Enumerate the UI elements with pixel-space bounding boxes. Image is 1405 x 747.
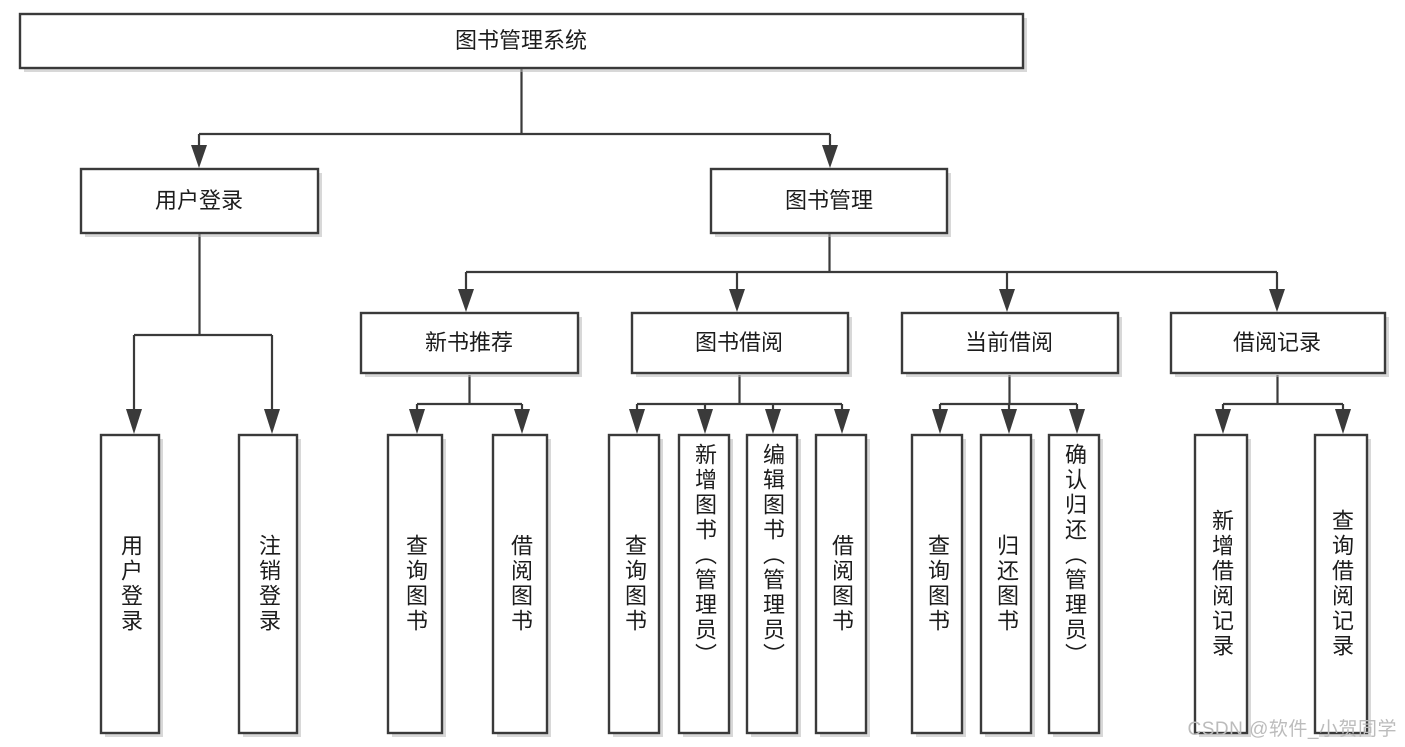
node-new-book-recommend-label: 新书推荐 — [425, 330, 513, 355]
arrow-currentborrow-leaf-2 — [1001, 409, 1017, 434]
leaf-current-borrow-3[interactable] — [1047, 433, 1103, 737]
node-root[interactable]: 图书管理系统 — [18, 12, 1027, 72]
node-borrow-record-label: 借阅记录 — [1233, 330, 1321, 355]
node-book-manage[interactable]: 图书管理 — [709, 167, 951, 237]
leaf-borrow-record-2[interactable] — [1313, 433, 1371, 737]
connectors-layer — [126, 68, 1351, 434]
arrow-bookborrow-leaf-2 — [697, 409, 713, 434]
leaf-user-login-1[interactable] — [99, 433, 163, 737]
arrow-newbook-leaf-2 — [514, 409, 530, 434]
arrow-userlogin-leaf-2 — [264, 409, 280, 434]
node-root-label: 图书管理系统 — [455, 28, 587, 53]
nodes-layer: 图书管理系统 用户登录 图书管理 新书推荐 — [18, 12, 1389, 737]
leaf-new-book-2[interactable] — [491, 433, 551, 737]
arrow-currentborrow-leaf-1 — [932, 409, 948, 434]
arrow-bookmanage-to-new-book — [458, 289, 474, 312]
arrow-newbook-leaf-1 — [409, 409, 425, 434]
leaf-current-borrow-1[interactable] — [910, 433, 966, 737]
node-current-borrow[interactable]: 当前借阅 — [900, 311, 1122, 377]
node-user-login-label: 用户登录 — [155, 188, 243, 213]
leaf-book-borrow-2[interactable] — [677, 433, 733, 737]
leaf-book-borrow-3[interactable] — [745, 433, 801, 737]
node-new-book-recommend[interactable]: 新书推荐 — [359, 311, 582, 377]
node-book-borrow-label: 图书借阅 — [695, 330, 783, 355]
arrow-root-to-book-manage — [822, 145, 838, 168]
watermark: CSDN @软件_小贺同学 — [1187, 719, 1397, 740]
leaf-book-borrow-1[interactable] — [607, 433, 663, 737]
arrow-root-to-user-login — [191, 145, 207, 168]
leaf-new-book-1[interactable] — [386, 433, 446, 737]
leaf-book-borrow-4[interactable] — [814, 433, 870, 737]
leaf-borrow-record-1[interactable] — [1193, 433, 1251, 737]
arrow-bookmanage-to-borrow-record — [1269, 289, 1285, 312]
node-book-manage-label: 图书管理 — [785, 188, 873, 213]
node-borrow-record[interactable]: 借阅记录 — [1169, 311, 1389, 377]
arrow-userlogin-leaf-1 — [126, 409, 142, 434]
arrow-currentborrow-leaf-3 — [1069, 409, 1085, 434]
arrow-bookborrow-leaf-4 — [834, 409, 850, 434]
leaf-current-borrow-2[interactable] — [979, 433, 1035, 737]
arrow-bookmanage-to-current-borrow — [999, 289, 1015, 312]
node-book-borrow[interactable]: 图书借阅 — [630, 311, 852, 377]
node-current-borrow-label: 当前借阅 — [965, 330, 1053, 355]
node-user-login[interactable]: 用户登录 — [79, 167, 322, 237]
arrow-bookborrow-leaf-3 — [765, 409, 781, 434]
leaf-user-login-2[interactable] — [237, 433, 301, 737]
arrow-borrowrecord-leaf-1 — [1215, 409, 1231, 434]
arrow-bookborrow-leaf-1 — [629, 409, 645, 434]
arrow-borrowrecord-leaf-2 — [1335, 409, 1351, 434]
arrow-bookmanage-to-book-borrow — [729, 289, 745, 312]
